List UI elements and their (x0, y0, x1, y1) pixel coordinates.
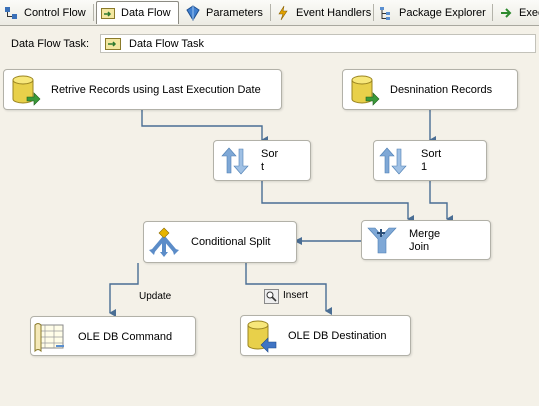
transform-merge-join[interactable]: Merge Join (361, 220, 491, 260)
node-label: Sort (421, 148, 442, 160)
sort-icon (221, 147, 249, 175)
conditional-split-icon (149, 227, 179, 257)
transform-conditional-split[interactable]: Conditional Split (143, 221, 297, 263)
node-label: Desnination Records (390, 84, 493, 96)
path-split-to-command[interactable] (109, 263, 139, 317)
control-flow-icon (5, 6, 17, 19)
tab-label: Control Flow (24, 6, 86, 19)
node-label: Conditional Split (191, 236, 271, 248)
task-selector-label: Data Flow Task: (11, 38, 90, 50)
destination-ole-db-destination[interactable]: OLE DB Destination (240, 315, 411, 356)
tab-label: Parameters (206, 6, 263, 19)
merge-join-icon (367, 227, 397, 254)
node-label-line2: Join (409, 241, 430, 253)
path-label-update[interactable]: Update (139, 291, 172, 302)
tab-control-flow[interactable]: Control Flow (0, 2, 86, 23)
data-path-connectors (109, 110, 453, 317)
tab-label: Data Flow (121, 7, 171, 19)
database-source-icon (12, 75, 41, 106)
tab-parameters[interactable]: Parameters (182, 2, 263, 23)
task-selector-value: Data Flow Task (129, 37, 204, 50)
tab-data-flow[interactable]: Data Flow (96, 1, 179, 24)
source-desnination-records[interactable]: Desnination Records (342, 69, 518, 110)
node-label: OLE DB Command (78, 331, 173, 343)
transform-sort[interactable]: Sor t (213, 140, 311, 181)
tab-separator (270, 4, 271, 21)
tab-separator (373, 4, 374, 21)
tab-package-explorer[interactable]: Package Explorer (375, 2, 486, 23)
tab-execution[interactable]: Exec (495, 2, 539, 23)
event-handlers-icon (278, 5, 288, 20)
database-destination-icon (247, 320, 277, 353)
sort-icon (379, 147, 407, 175)
data-flow-canvas[interactable]: Update Insert Retrive Records using Last… (0, 60, 539, 406)
node-label-line2: 1 (421, 161, 428, 173)
tab-event-handlers[interactable]: Event Handlers (272, 2, 371, 23)
path-split-to-destination[interactable] (245, 263, 332, 315)
tab-label: Exec (519, 6, 539, 19)
source-retrive-records[interactable]: Retrive Records using Last Execution Dat… (3, 69, 282, 110)
tab-separator (492, 4, 493, 21)
node-label: Merge (409, 228, 441, 240)
package-explorer-icon (380, 6, 390, 20)
path-source-to-sort[interactable] (141, 110, 268, 144)
data-flow-icon (101, 8, 115, 19)
ole-db-command-icon (34, 323, 64, 353)
execute-arrow-icon (501, 7, 512, 18)
path-sort-to-merge[interactable] (261, 176, 414, 223)
data-viewer-icon[interactable] (264, 289, 279, 304)
path-label-insert[interactable]: Insert (283, 290, 309, 301)
database-source-icon (351, 75, 380, 106)
path-sort1-to-merge[interactable] (429, 180, 453, 223)
node-label: OLE DB Destination (288, 330, 387, 342)
node-label: Retrive Records using Last Execution Dat… (51, 84, 261, 96)
tab-label: Package Explorer (399, 6, 486, 19)
tab-separator (93, 4, 94, 21)
task-selector-dropdown[interactable]: Data Flow Task (100, 34, 536, 53)
transform-sort-1[interactable]: Sort 1 (373, 140, 487, 181)
designer-tab-strip: Control Flow Data Flow Parameters Event … (0, 0, 539, 26)
node-label: Sor (261, 148, 279, 160)
destination-ole-db-command[interactable]: OLE DB Command (30, 316, 196, 356)
parameters-icon (186, 4, 200, 21)
data-flow-task-icon (105, 37, 121, 50)
tab-label: Event Handlers (296, 6, 372, 19)
node-label-line2: t (261, 161, 265, 173)
